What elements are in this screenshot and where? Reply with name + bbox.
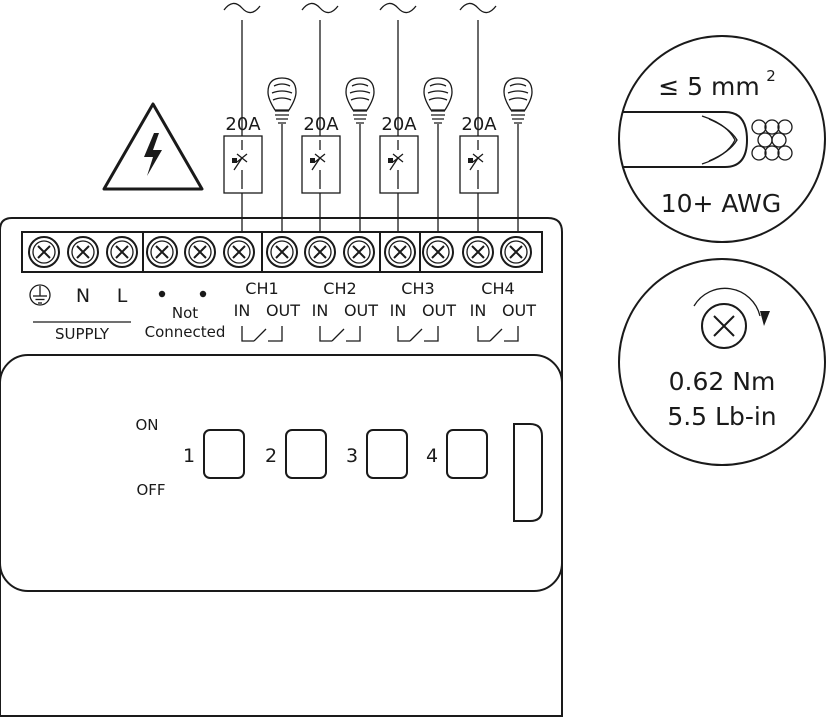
supply-group-label: SUPPLY	[55, 325, 110, 343]
dip-switch-1[interactable]: 1	[183, 429, 245, 479]
breaker-rating-label: 20A	[225, 114, 261, 135]
ac-sine-icon	[223, 2, 261, 14]
terminal-screws	[28, 236, 532, 268]
terminal-screw-icon	[693, 287, 761, 349]
terminal-screw-icon	[266, 236, 298, 268]
dip-switch-number: 4	[426, 445, 438, 467]
circuit-breaker-icon	[459, 135, 499, 194]
channel-name: CH3	[401, 279, 434, 298]
dip-switch-number: 1	[183, 445, 195, 467]
terminal-screw-icon	[67, 236, 99, 268]
relay-contact-icon	[319, 326, 361, 342]
breaker-rating-label: 20A	[303, 114, 339, 135]
ac-sine-icon	[379, 2, 417, 14]
breaker-rating-label: 20A	[381, 114, 417, 135]
light-bulb-icon	[345, 77, 375, 124]
channel-in-label: IN	[470, 301, 487, 320]
wire-size-label: ≤ 5 mm	[658, 72, 759, 101]
wire-size-sup: 2	[766, 67, 776, 85]
channel-name: CH2	[323, 279, 356, 298]
terminal-screw-icon	[106, 236, 138, 268]
terminal-strip	[21, 231, 543, 273]
ground-icon	[29, 284, 51, 306]
terminal-screw-icon	[28, 236, 60, 268]
circuit-breaker-icon	[301, 135, 341, 194]
not-connected-line1: Not	[172, 304, 198, 322]
terminal-screw-icon	[500, 236, 532, 268]
dip-switch: ON OFF 1 2 3 4	[135, 416, 488, 499]
torque-lbin-label: 5.5 Lb-in	[667, 402, 776, 431]
ac-sine-icon	[301, 2, 339, 14]
supply-neutral-label: N	[76, 285, 90, 307]
dip-off-label: OFF	[136, 481, 165, 499]
dip-switch-number: 2	[265, 445, 277, 467]
channel-out-label: OUT	[344, 301, 378, 320]
supply-labels: N L SUPPLY	[29, 284, 131, 343]
dip-on-label: ON	[135, 416, 158, 434]
not-connected-labels: Not Connected	[145, 290, 226, 341]
torque-nm-label: 0.62 Nm	[669, 367, 776, 396]
wire-spec-panel: ≤ 5 mm 2 10+ AWG	[618, 35, 826, 243]
rotation-arrow-icon	[760, 311, 770, 326]
dip-switch-lever[interactable]	[446, 429, 488, 479]
terminal-screw-icon	[422, 236, 454, 268]
channel-name: CH4	[481, 279, 514, 298]
channel-in-label: IN	[390, 301, 407, 320]
circuit-breaker-icon	[223, 135, 263, 194]
terminal-screw-icon	[223, 236, 255, 268]
channel-out-label: OUT	[266, 301, 300, 320]
module-body	[0, 217, 563, 717]
dip-switch-lever[interactable]	[285, 429, 327, 479]
supply-live-label: L	[117, 285, 128, 307]
high-voltage-warning-icon	[102, 102, 204, 191]
dip-switch-4[interactable]: 4	[426, 429, 488, 479]
terminal-screw-icon	[184, 236, 216, 268]
channel-in-label: IN	[234, 301, 251, 320]
relay-contact-icon	[241, 326, 283, 342]
stranded-wire-icon	[622, 111, 793, 168]
light-bulb-icon	[503, 77, 533, 124]
light-bulb-icon	[267, 77, 297, 124]
dip-switch-number: 3	[346, 445, 358, 467]
torque-spec-panel: 0.62 Nm 5.5 Lb-in	[618, 258, 826, 466]
dip-switch-lever[interactable]	[203, 429, 245, 479]
terminal-screw-icon	[146, 236, 178, 268]
terminal-screw-icon	[462, 236, 494, 268]
wire-awg-label: 10+ AWG	[661, 189, 782, 218]
dip-switch-levers: 1 2 3 4	[183, 429, 488, 479]
dip-switch-2[interactable]: 2	[265, 429, 327, 479]
breaker-rating-label: 20A	[461, 114, 497, 135]
channel-in-label: IN	[312, 301, 329, 320]
channel-out-label: OUT	[422, 301, 456, 320]
terminal-screw-icon	[343, 236, 375, 268]
dip-switch-3[interactable]: 3	[346, 429, 408, 479]
relay-contact-icon	[477, 326, 519, 342]
light-bulb-icon	[423, 77, 453, 124]
channel-name: CH1	[245, 279, 278, 298]
dip-switch-lever[interactable]	[366, 429, 408, 479]
circuit-breaker-icon	[379, 135, 419, 194]
ac-sine-icon	[459, 2, 497, 14]
terminal-screw-icon	[384, 236, 416, 268]
not-connected-line2: Connected	[145, 323, 226, 341]
terminal-screw-icon	[304, 236, 336, 268]
relay-contact-icon	[397, 326, 439, 342]
channel-out-label: OUT	[502, 301, 536, 320]
